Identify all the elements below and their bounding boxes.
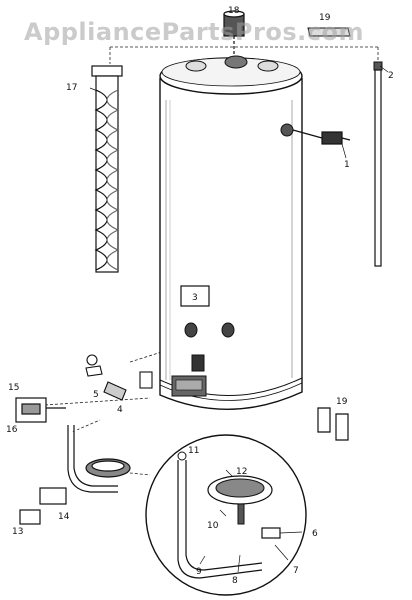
burner-detail-circle: [145, 434, 307, 596]
label-part-6: 6: [312, 529, 318, 539]
water-heater-tank: [159, 55, 303, 410]
part-relief-valve: [292, 129, 351, 145]
label-part-7: 7: [293, 566, 299, 576]
part-fittings: [85, 354, 153, 401]
label-part-19-brackets: 19: [336, 397, 348, 407]
label-part-10: 10: [207, 521, 219, 531]
part-heat-trap: [223, 10, 245, 56]
label-leaders: [89, 65, 389, 573]
part-number-labels: 1 2 3 4 5 6 7 8 9 10 11 12 13 14 15 16 1…: [6, 6, 394, 586]
part-dip-tube: [91, 65, 123, 273]
part-gas-control: [15, 397, 66, 423]
part-brackets: [317, 407, 349, 441]
label-part-3: 3: [192, 293, 198, 303]
label-part-15: 15: [8, 383, 19, 393]
label-part-18: 18: [228, 6, 240, 16]
label-part-8: 8: [232, 576, 238, 586]
label-part-13: 13: [12, 527, 23, 537]
label-part-14: 14: [58, 512, 70, 522]
part-burner-assembly: [19, 425, 131, 525]
label-part-19-top: 19: [319, 13, 331, 23]
label-part-12: 12: [236, 467, 247, 477]
label-part-4: 4: [117, 405, 123, 415]
label-part-1: 1: [344, 160, 350, 170]
label-part-5: 5: [93, 390, 99, 400]
part-anode-rod: [373, 61, 383, 267]
label-part-2: 2: [388, 71, 394, 81]
label-part-16: 16: [6, 425, 18, 435]
label-part-17: 17: [66, 83, 77, 93]
part-hardware-top: [307, 27, 351, 37]
label-part-11: 11: [188, 446, 199, 456]
label-part-9: 9: [196, 567, 202, 577]
